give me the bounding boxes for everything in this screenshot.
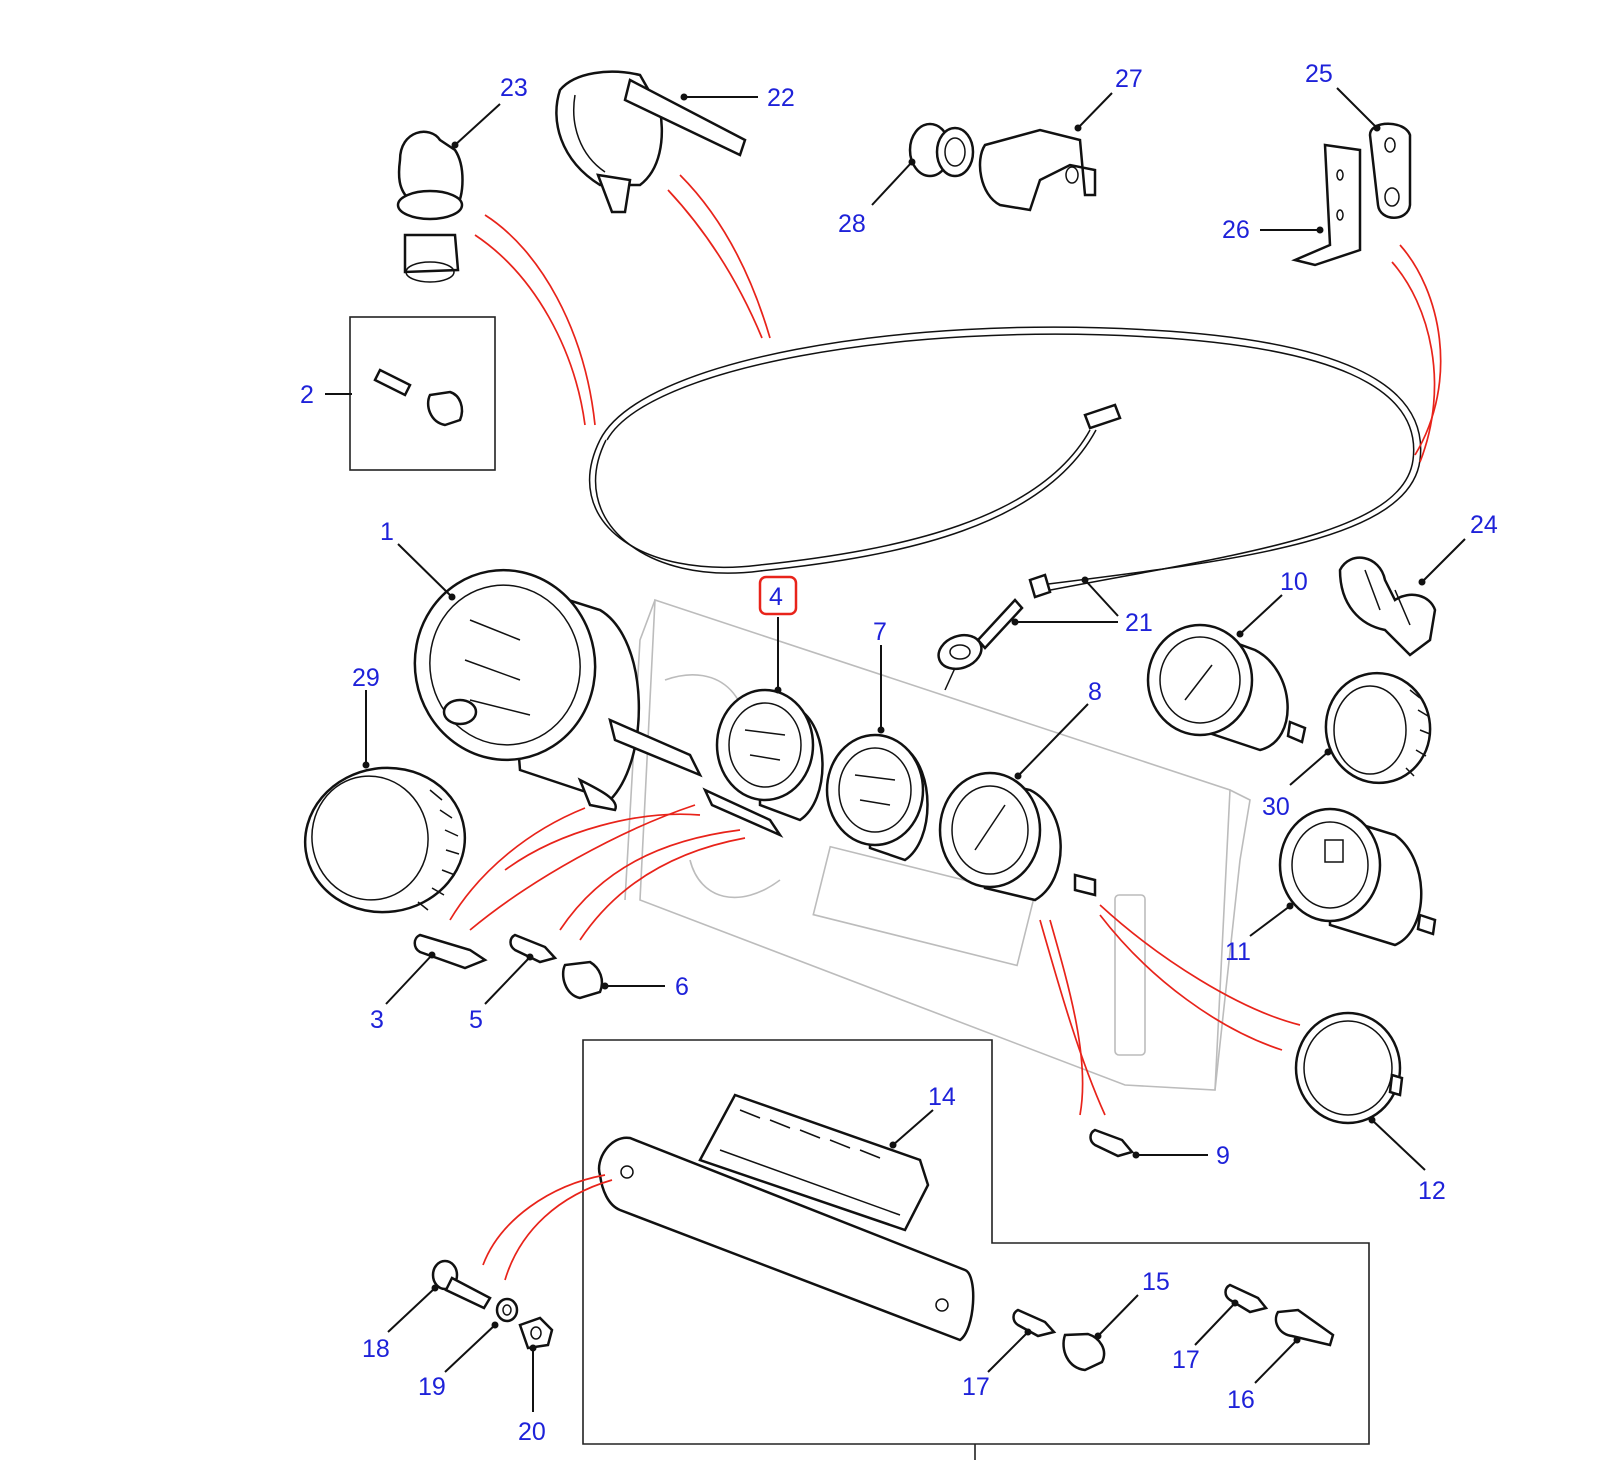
bezel-ring-30 [1324,671,1432,785]
callout-28[interactable]: 28 [838,210,866,238]
callout-4[interactable]: 4 [769,583,783,611]
warning-light-panel [597,1136,975,1342]
grommet-28 [908,122,975,178]
cable-tie-22 [555,70,747,214]
callout-19[interactable]: 19 [418,1373,446,1401]
callout-2[interactable]: 2 [300,381,314,409]
callout-27[interactable]: 27 [1115,65,1143,93]
callout-26[interactable]: 26 [1222,216,1250,244]
gauge-7 [825,733,929,862]
callout-22[interactable]: 22 [767,84,795,112]
bulb-holder-6 [561,960,604,1000]
bulb-3 [413,933,488,970]
leader-lines [325,87,1466,1412]
screw-18 [431,1259,492,1310]
bulb-17-right [1224,1283,1269,1314]
callout-12[interactable]: 12 [1418,1177,1446,1205]
washer-19 [495,1297,519,1323]
bezel-ring-29 [303,766,467,914]
callout-1[interactable]: 1 [380,518,394,546]
callout-20[interactable]: 20 [518,1418,546,1446]
gauge-8 [938,771,1097,902]
selected-callout-highlight [758,575,798,616]
bulb-5 [509,933,558,964]
callout-17-right[interactable]: 17 [1172,1346,1200,1374]
speedometer-cable [588,326,1422,599]
callout-6[interactable]: 6 [675,973,689,1001]
callout-25[interactable]: 25 [1305,60,1333,88]
dashboard-panel [624,598,1251,1091]
bulb-9 [1089,1128,1135,1158]
gauge-11 [1278,807,1437,947]
bulb-16 [1274,1308,1335,1347]
bracket-26 [1291,143,1362,267]
bulb-holder-15 [1062,1332,1106,1372]
clip-23 [396,130,464,283]
callout-17-left[interactable]: 17 [962,1373,990,1401]
printed-circuit-14 [698,1093,930,1232]
callout-30[interactable]: 30 [1262,793,1290,821]
nut-20 [518,1316,554,1350]
callout-7[interactable]: 7 [873,618,887,646]
callout-11[interactable]: 11 [1225,938,1251,966]
bracket-27 [978,128,1097,212]
speedometer [413,568,703,812]
callout-21[interactable]: 21 [1125,609,1153,637]
callout-14[interactable]: 14 [928,1083,956,1111]
callout-9[interactable]: 9 [1216,1142,1230,1170]
callout-29[interactable]: 29 [352,664,380,692]
warning-lens-12 [1294,1011,1404,1125]
callout-23[interactable]: 23 [500,74,528,102]
association-lines [449,174,1442,1281]
callout-15[interactable]: 15 [1142,1268,1170,1296]
callout-3[interactable]: 3 [370,1006,384,1034]
gauge-4 [702,688,824,838]
cable-grommet [937,598,1024,691]
inset-box-2 [349,316,496,471]
callout-18[interactable]: 18 [362,1335,390,1363]
bracket-25 [1368,122,1412,219]
clip-24 [1338,556,1437,657]
callout-labels: 1 2 3 4 5 6 7 8 9 10 11 12 14 15 16 17 1… [300,60,1498,1446]
callout-8[interactable]: 8 [1088,678,1102,706]
callout-5[interactable]: 5 [469,1006,483,1034]
callout-16[interactable]: 16 [1227,1386,1255,1414]
inset-box-14 [582,1039,1370,1460]
bulb-17-left [1012,1308,1057,1338]
callout-24[interactable]: 24 [1470,511,1498,539]
callout-10[interactable]: 10 [1280,568,1308,596]
gauge-10 [1146,623,1307,752]
